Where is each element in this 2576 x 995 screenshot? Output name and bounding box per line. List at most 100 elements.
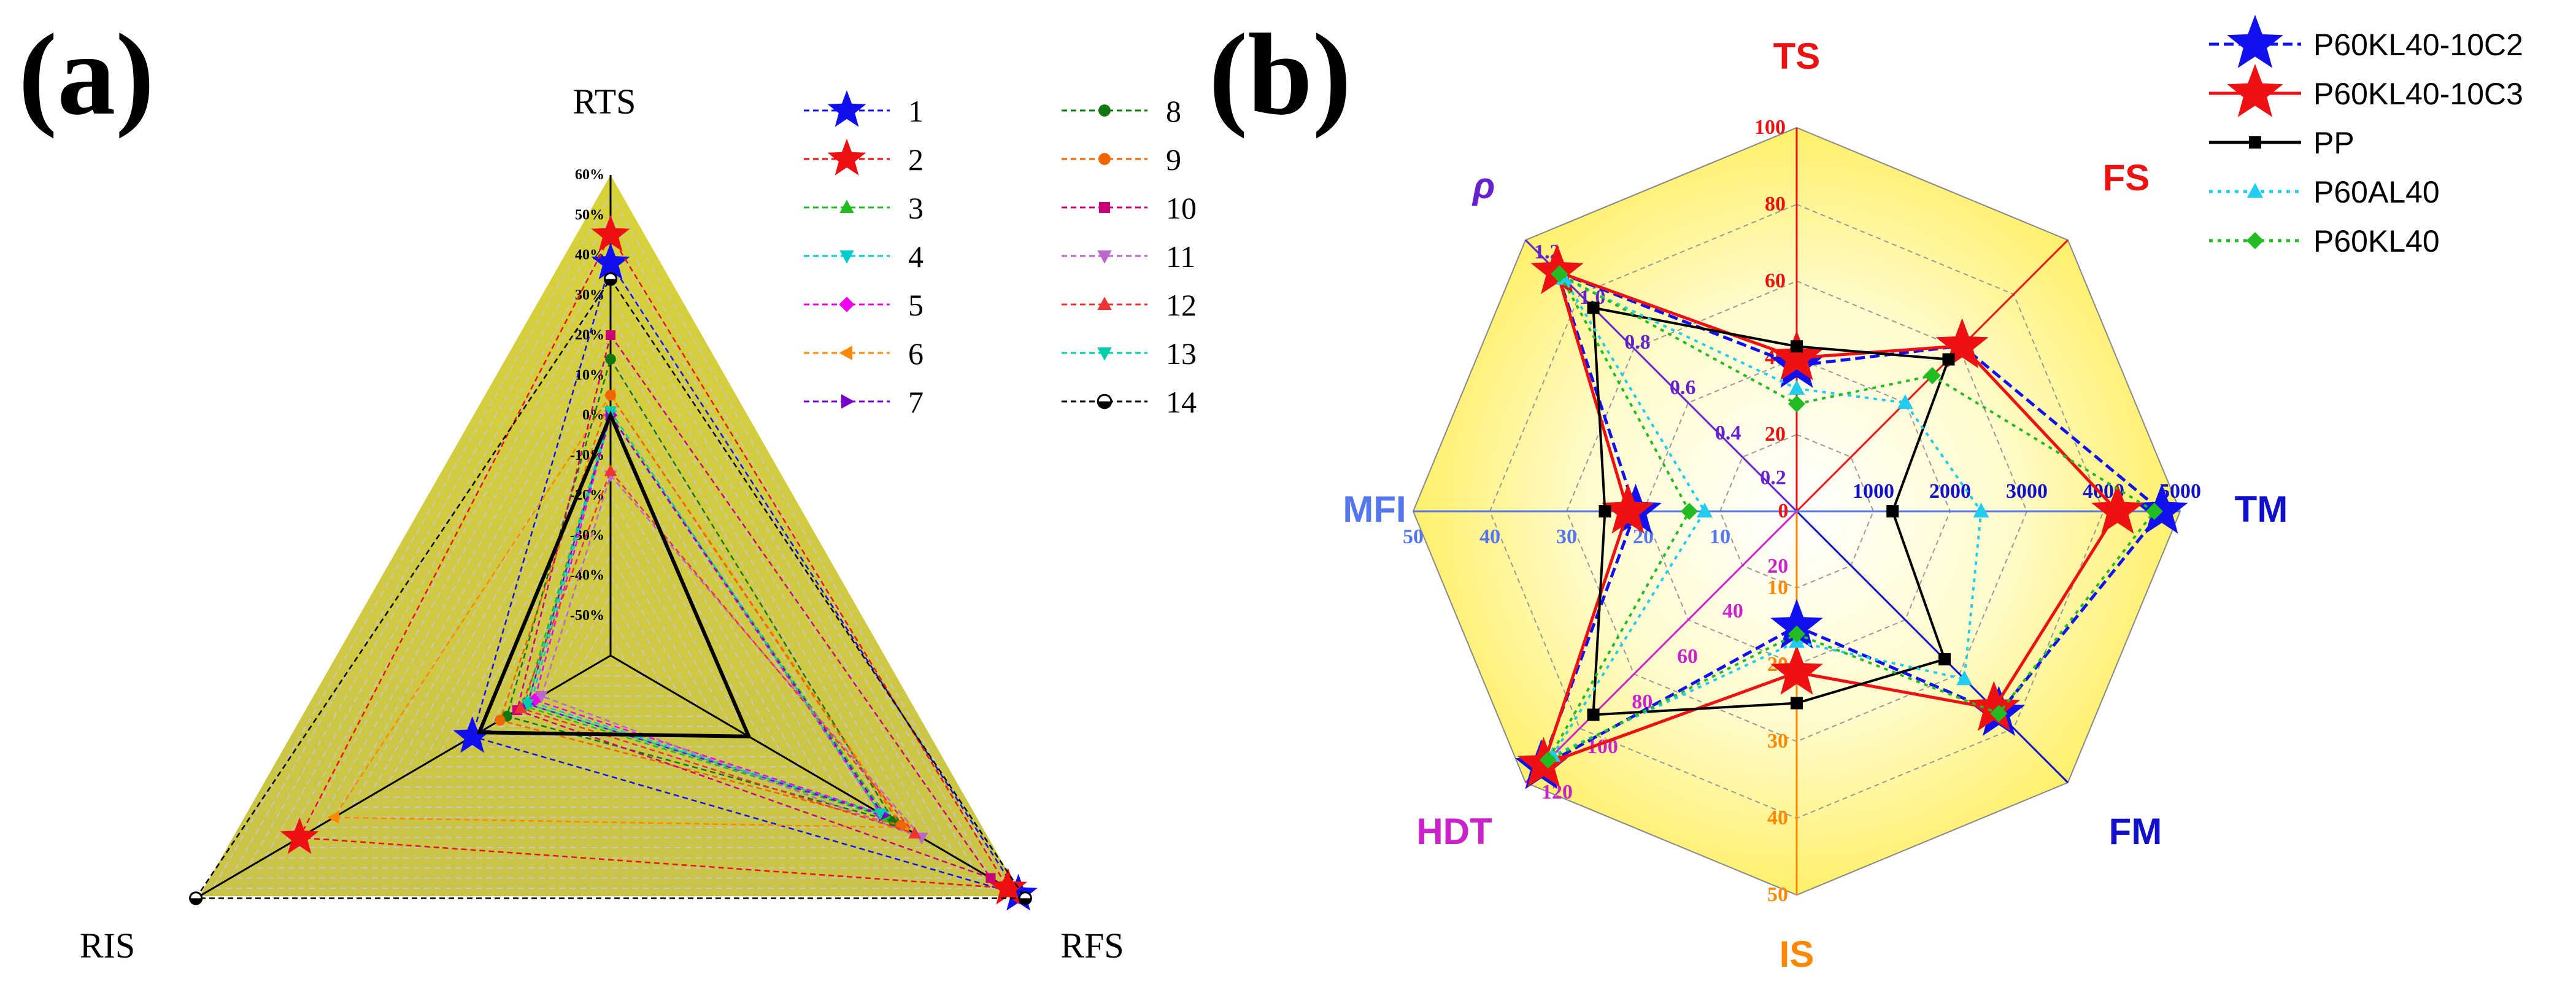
series-marker (1598, 505, 1611, 517)
grid-ring (488, 514, 733, 727)
legend-label: 3 (908, 191, 924, 225)
series-2 (280, 214, 1028, 905)
legend-label: 13 (1166, 336, 1197, 371)
tick-label: 50 (1403, 525, 1424, 548)
legend-marker (1097, 347, 1112, 361)
legend-label: P60KL40-10C3 (2313, 77, 2523, 111)
series-marker-14-fill (1019, 898, 1032, 905)
legend-marker (1098, 104, 1111, 117)
series-marker-11 (535, 691, 548, 703)
series-marker (1967, 681, 2021, 731)
panel-a-label: (a) (18, 10, 155, 139)
series-marker-6 (327, 811, 339, 824)
legend-label: 14 (1166, 385, 1197, 419)
legend-item-5: 5 (804, 288, 924, 322)
ternary-radar-panel-a: 60%50%40%30%20%10%0%-10%-20%-30%-40%-50%… (80, 82, 1197, 966)
legend-marker (839, 199, 854, 213)
tick-label: 30 (1767, 730, 1788, 753)
tick-label: 0.2 (1760, 467, 1786, 489)
tick-label: 40 (1767, 807, 1788, 829)
series-line-11 (540, 473, 922, 838)
series-marker (1789, 380, 1805, 395)
series-marker-13 (873, 808, 887, 821)
legend-item-14: 14 (1062, 385, 1197, 419)
legend-marker (827, 90, 866, 127)
series-marker (1587, 301, 1600, 314)
tick-label: 20 (1767, 555, 1788, 578)
axis-label: TM (2235, 489, 2288, 530)
axis-label-rts: RTS (573, 82, 636, 122)
tick-label: 60 (1765, 269, 1786, 292)
legend-marker (2249, 136, 2261, 149)
grid-ring (540, 574, 681, 697)
tick-label: 10 (1767, 576, 1788, 599)
legend-item-11: 11 (1062, 239, 1195, 274)
series-marker (1602, 484, 1654, 534)
legend-marker (827, 139, 866, 176)
grid-ring (264, 254, 957, 859)
series-marker (1990, 705, 2008, 722)
series-marker-1 (591, 242, 630, 280)
tick-label: 1000 (1853, 480, 1894, 503)
tick-label: 0.4 (1715, 422, 1741, 444)
legend-marker (839, 296, 855, 312)
axis-line-rfs (610, 654, 1022, 897)
tick-label: 80 (1765, 193, 1786, 215)
legend-label: 12 (1166, 288, 1197, 322)
series-12 (514, 464, 921, 838)
tick-label: 60 (1677, 645, 1698, 668)
legend-marker (839, 250, 854, 264)
tick-label: 2000 (1929, 480, 1971, 503)
series-marker (1551, 265, 1568, 283)
legend-item-6: 6 (804, 336, 924, 371)
axis-label: IS (1780, 934, 1814, 975)
legend-marker (2246, 232, 2264, 249)
series-marker-1 (999, 873, 1038, 911)
tick-label: 50% (575, 207, 604, 223)
legend-item-4: 4 (804, 239, 924, 274)
legend-item-10: 10 (1062, 191, 1197, 225)
legend-marker (2227, 15, 2283, 68)
series-line-8 (506, 357, 896, 823)
series-marker-1 (453, 716, 492, 753)
grid-ring (523, 554, 698, 707)
tick-label: 30 (1556, 525, 1577, 548)
grid-ring (246, 233, 975, 869)
legend-label: 10 (1166, 191, 1197, 225)
octagon-tick-labels: 1008060402010002000300040005000102030405… (1403, 116, 2201, 906)
grid-ring (592, 634, 629, 667)
legend-label: P60KL40 (2313, 224, 2440, 258)
series-line-10 (516, 333, 993, 880)
series-marker-12 (514, 701, 527, 713)
series-marker (1539, 751, 1557, 769)
series-marker-14-fill (190, 898, 202, 904)
grid-ring (436, 454, 785, 757)
legend-marker-fill (1098, 401, 1111, 408)
legend-marker (1098, 153, 1111, 165)
grid-ring (368, 374, 854, 798)
series-marker (1924, 367, 1941, 384)
legend-item-9: 9 (1062, 142, 1181, 177)
series-marker (1697, 503, 1713, 517)
legend-label: 5 (908, 288, 924, 322)
axis-label: FM (2109, 811, 2162, 852)
legend-item-12: 12 (1062, 288, 1197, 322)
center-tick-label: 0 (1778, 500, 1789, 522)
legend-marker (1097, 250, 1112, 264)
series-pp (1587, 301, 1955, 721)
legend-item-1: 1 (804, 90, 924, 128)
tick-label: 50 (1767, 883, 1788, 906)
series-line-6 (333, 393, 906, 829)
octagon-series (1515, 244, 2188, 789)
series-marker-12 (908, 826, 921, 838)
series-marker (1791, 697, 1803, 710)
legend-label: 2 (908, 142, 924, 177)
series-marker-10 (985, 873, 996, 883)
panel-b-label: (b) (1209, 10, 1351, 139)
series-marker (1935, 318, 1989, 368)
series-marker (1942, 353, 1955, 366)
axis-label-rfs: RFS (1060, 926, 1124, 966)
tick-label: 20 (1633, 525, 1654, 548)
